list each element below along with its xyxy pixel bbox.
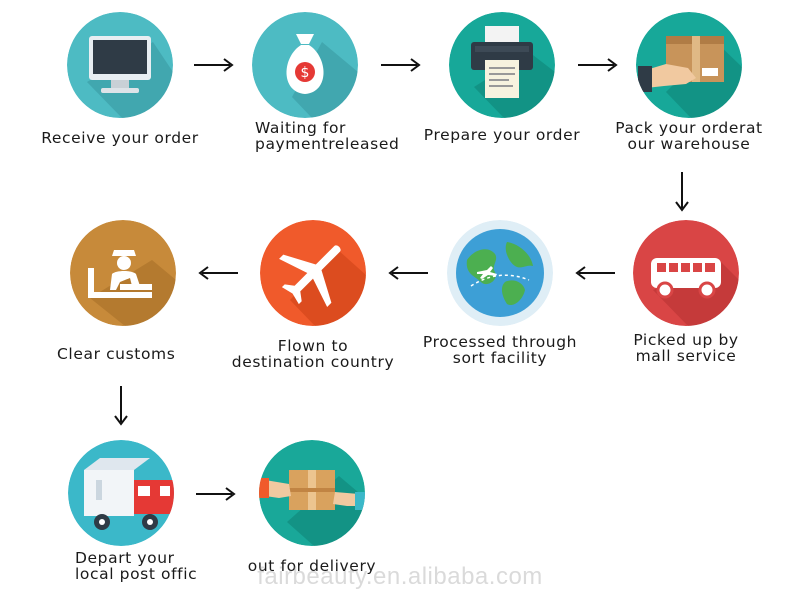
step-label: Prepare your order bbox=[423, 126, 581, 144]
step-flown: Flown to destination country bbox=[213, 220, 413, 390]
money-bag-icon: $ bbox=[252, 12, 358, 118]
step-label: Clear customs bbox=[57, 345, 176, 363]
step-label: Depart your local post offic bbox=[75, 549, 198, 583]
monitor-icon bbox=[67, 12, 173, 118]
bus-icon bbox=[633, 220, 739, 326]
step-delivery: out for delivery bbox=[212, 440, 412, 610]
watermark: fairbeauty.en.alibaba.com bbox=[257, 563, 543, 590]
arrow-right-icon bbox=[578, 58, 620, 72]
delivery-truck-icon bbox=[68, 440, 174, 546]
step-processed: Processed through sort facility bbox=[400, 220, 600, 390]
arrow-down-icon bbox=[675, 172, 689, 214]
step-label: Processed through sort facility bbox=[422, 333, 578, 367]
step-label: Pack your orderat our warehouse bbox=[615, 119, 763, 153]
arrow-right-icon bbox=[381, 58, 423, 72]
airplane-icon bbox=[260, 220, 366, 326]
step-label: out for delivery bbox=[247, 557, 377, 575]
arrow-down-icon bbox=[114, 386, 128, 428]
step-label: Waiting for paymentreleased bbox=[255, 119, 400, 153]
step-customs: Clear customs bbox=[23, 220, 223, 390]
customs-officer-icon bbox=[70, 220, 176, 326]
step-pack: Pack your orderat our warehouse bbox=[589, 12, 789, 182]
step-picked: Picked up by mall service bbox=[586, 220, 786, 390]
step-label: Receive your order bbox=[41, 129, 199, 147]
arrow-right-icon bbox=[194, 58, 236, 72]
globe-icon bbox=[447, 220, 553, 326]
arrow-right-icon bbox=[196, 487, 238, 501]
package-hand-icon bbox=[636, 12, 742, 118]
package-handover-icon bbox=[259, 440, 365, 546]
svg-text:$: $ bbox=[301, 65, 310, 81]
arrow-left-icon bbox=[196, 266, 238, 280]
arrow-left-icon bbox=[386, 266, 428, 280]
step-waiting: $ Waiting for paymentreleased bbox=[205, 12, 405, 182]
step-receive: Receive your order bbox=[20, 12, 220, 182]
arrow-left-icon bbox=[573, 266, 615, 280]
step-prepare: Prepare your order bbox=[402, 12, 602, 182]
printer-icon bbox=[449, 12, 555, 118]
step-label: Flown to destination country bbox=[231, 337, 395, 371]
step-depart: Depart your local post offic bbox=[21, 440, 221, 610]
step-label: Picked up by mall service bbox=[633, 331, 739, 365]
